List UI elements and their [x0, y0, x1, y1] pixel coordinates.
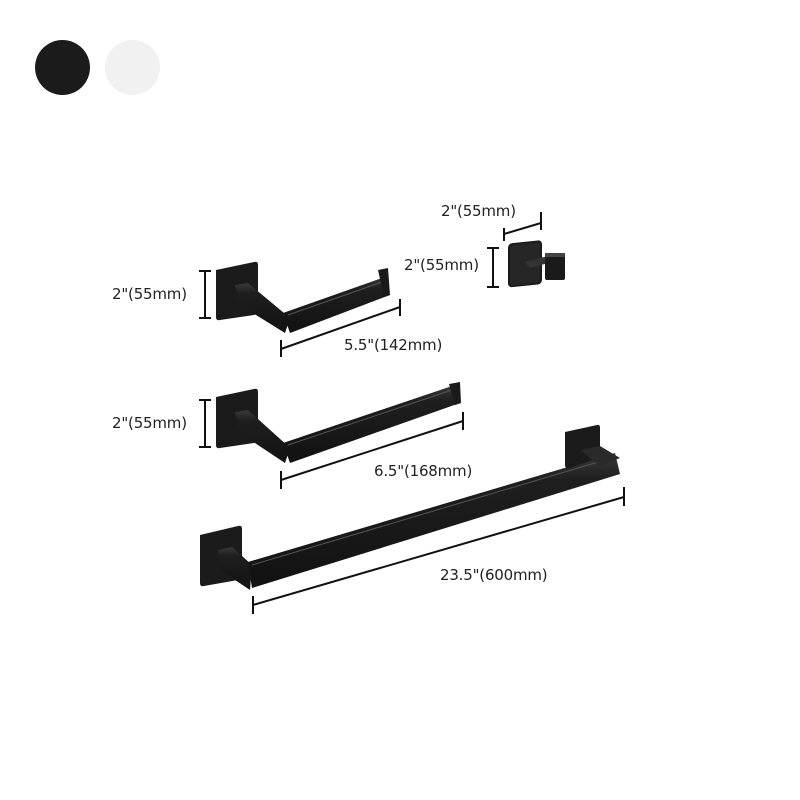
- towel-bar-product: [200, 424, 620, 590]
- towel-bar-dimension-lines: [252, 487, 625, 614]
- robe-hook-dimension-lines: [487, 212, 542, 288]
- toilet-paper-holder-dimension-lines: [199, 270, 401, 357]
- towel-bar-length-label: 23.5"(600mm): [440, 566, 548, 584]
- robe-hook-product: [508, 240, 565, 288]
- hand-towel-bar-product: [216, 382, 461, 463]
- color-swatch-white[interactable]: [105, 40, 160, 95]
- hand-towel-bar-length-label: 6.5"(168mm): [374, 462, 473, 480]
- toilet-paper-holder-length-label: 5.5"(142mm): [344, 336, 443, 354]
- toilet-paper-holder-product: [216, 261, 390, 333]
- hand-towel-bar-height-label: 2"(55mm): [112, 414, 187, 432]
- toilet-paper-holder-height-label: 2"(55mm): [112, 285, 187, 303]
- hand-towel-bar-dimension-lines: [199, 399, 464, 489]
- robe-hook-width-label: 2"(55mm): [441, 202, 516, 220]
- color-swatch-black[interactable]: [35, 40, 90, 95]
- robe-hook-height-label: 2"(55mm): [404, 256, 479, 274]
